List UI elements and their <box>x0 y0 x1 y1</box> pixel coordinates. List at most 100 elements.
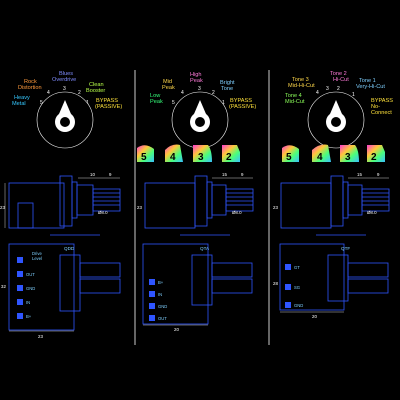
svg-text:5: 5 <box>286 152 292 163</box>
svg-text:5: 5 <box>141 152 147 163</box>
dim-top-b: 9 <box>241 172 244 177</box>
pin-pad <box>149 315 155 321</box>
tone-badge-3 <box>340 145 359 162</box>
pin-pad <box>149 291 155 297</box>
dim-top-a: 15 <box>222 172 227 177</box>
knob-pointer-icon <box>330 100 342 114</box>
position-number-1: 1 <box>352 92 355 98</box>
pin-label-out: OUT <box>26 272 35 277</box>
pin-pad <box>17 313 23 319</box>
position-number-1: 1 <box>222 100 225 106</box>
position-number-4: 4 <box>181 90 184 96</box>
pin-label-gnd: GND <box>294 303 303 308</box>
pin-label-bplus: B+ <box>158 280 164 285</box>
tone-badge-5 <box>282 145 299 162</box>
svg-text:2: 2 <box>371 152 377 163</box>
model-code: QTA <box>200 246 210 251</box>
position-label-1: BYPASS(PASSIVE) <box>229 98 256 110</box>
pin-label-gt: GT <box>294 265 300 270</box>
svg-text:3: 3 <box>345 152 351 163</box>
pin-pad <box>149 279 155 285</box>
pin-pad <box>285 302 291 308</box>
dim-top-b: 9 <box>377 172 380 177</box>
dim-top-a: 10 <box>90 172 95 177</box>
knob-center <box>195 117 205 127</box>
tone-badge-4 <box>312 144 331 162</box>
dim-hole: Ø8.0 <box>367 210 377 215</box>
position-number-5: 5 <box>40 100 43 106</box>
side-view-qta <box>144 175 254 236</box>
pin-pad <box>149 303 155 309</box>
position-number-4: 4 <box>316 90 319 96</box>
tone-badge-2 <box>367 145 385 162</box>
model-code: QDD <box>64 246 75 251</box>
pin-pad <box>285 284 291 290</box>
position-number-3: 3 <box>63 86 66 92</box>
position-number-3: 3 <box>198 86 201 92</box>
pin-label-in: IN <box>26 300 30 305</box>
svg-text:4: 4 <box>317 152 323 163</box>
side-view-qdd <box>8 175 121 236</box>
knob-pointer-icon <box>194 100 206 114</box>
tone-badges-qtf: 5 4 3 2 <box>282 144 385 163</box>
dim-bottom-width: 20 <box>312 314 317 319</box>
pin-label-gnd: GND <box>158 304 167 309</box>
pin-label-gnd: GND <box>26 286 35 291</box>
dim-hole: Ø8.0 <box>232 210 242 215</box>
dim-bottom-width: 20 <box>174 327 179 332</box>
pin-pad <box>285 264 291 270</box>
dimension-lines-qdd <box>4 177 120 228</box>
pin-pad <box>17 271 23 277</box>
dim-top-a: 15 <box>357 172 362 177</box>
pin-label-sg: SG <box>294 285 300 290</box>
dim-height: 23 <box>137 205 142 210</box>
position-label-1: BYPASS(PASSIVE) <box>95 98 122 110</box>
pin-label-out: OUT <box>158 316 167 321</box>
pin-label-in: IN <box>158 292 162 297</box>
dim-bottom-width: 23 <box>38 334 43 339</box>
pin-pad <box>17 285 23 291</box>
bottom-view-qtf: GT SG GND QTF 28 20 <box>273 243 389 319</box>
dim-height: 23 <box>0 205 5 210</box>
position-number-4: 4 <box>47 90 50 96</box>
tone-badges-qta: 5 4 3 2 <box>137 144 240 163</box>
knob-center <box>331 117 341 127</box>
bottom-view-qta: B+ IN GND OUT QTA 20 <box>142 243 253 332</box>
position-number-2: 2 <box>212 90 215 96</box>
position-number-2: 2 <box>337 86 340 92</box>
position-number-2: 2 <box>78 90 81 96</box>
position-number-5: 5 <box>172 100 175 106</box>
dim-top-b: 9 <box>109 172 112 177</box>
dim-height: 23 <box>273 205 278 210</box>
model-code: QTF <box>341 246 350 251</box>
position-number-3: 3 <box>326 86 329 92</box>
tone-badge-3 <box>193 145 212 162</box>
svg-text:4: 4 <box>170 152 176 163</box>
pin-pad <box>17 299 23 305</box>
knob-center <box>60 117 70 127</box>
dim-bottom-height: 32 <box>1 284 6 289</box>
tone-badge-5 <box>137 145 154 162</box>
pin-pad <box>17 257 23 263</box>
knob-pointer-icon <box>59 100 71 114</box>
